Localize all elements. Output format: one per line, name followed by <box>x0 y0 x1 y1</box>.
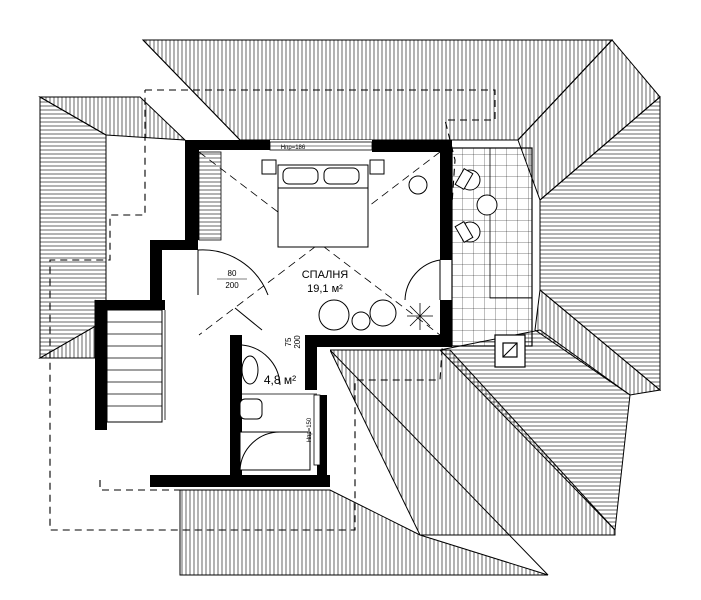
plant <box>407 303 433 330</box>
bathroom-fixtures <box>239 355 317 471</box>
walls <box>95 140 452 487</box>
lower-floor-outline <box>49 89 496 531</box>
roof-bottom <box>179 329 631 576</box>
bathroom-door-height: 200 <box>293 335 302 349</box>
corridor-dashes <box>99 480 180 491</box>
balcony <box>451 147 533 347</box>
bedroom-door-height: 200 <box>225 281 239 290</box>
bedroom-area: 19,1 м² <box>307 283 343 295</box>
windows <box>269 141 373 466</box>
bedroom-name: СПАЛНЯ <box>302 269 349 281</box>
wardrobe <box>198 151 222 241</box>
bathroom-window-height: Hпр=150 <box>307 417 313 442</box>
bed <box>261 159 385 248</box>
staircase <box>106 309 166 423</box>
roof-ridges <box>39 39 661 576</box>
doors <box>197 249 441 386</box>
bedroom-diagonals <box>198 151 441 336</box>
bathroom-door-width: 75 <box>284 337 293 346</box>
bedroom-door-width: 80 <box>228 269 237 278</box>
bathroom-area: 4,8 м² <box>264 373 296 387</box>
chimney <box>494 334 526 368</box>
armchairs <box>318 175 428 331</box>
bedroom-window-height: Hпр=186 <box>281 145 306 151</box>
